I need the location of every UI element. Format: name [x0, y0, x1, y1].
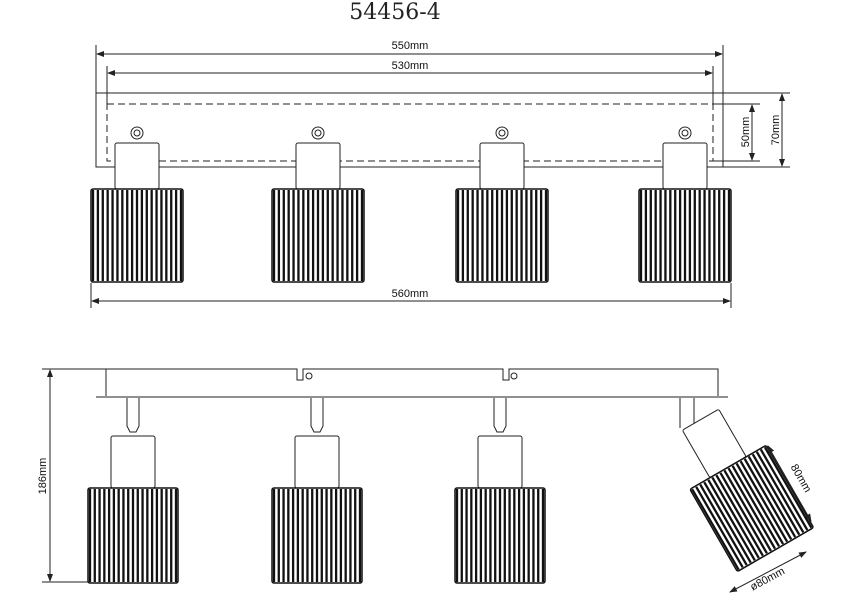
shade-stripe	[731, 465, 781, 547]
label-50: 50mm	[740, 117, 752, 148]
lamp-neck	[110, 435, 156, 489]
lamp-stem	[126, 398, 140, 433]
shade-stripe	[715, 474, 764, 557]
screw-icon	[305, 372, 313, 380]
striped-shade	[271, 188, 365, 283]
top-lamp	[90, 126, 184, 283]
label-186: 186mm	[37, 458, 49, 495]
label-560: 560mm	[392, 288, 429, 300]
knob-inner	[498, 129, 506, 137]
lamp-neck	[479, 142, 525, 190]
side-lamp	[87, 398, 179, 584]
lamp-neck	[114, 142, 160, 190]
lamp-stem	[493, 398, 507, 433]
shade-stripe	[719, 472, 768, 554]
shade-stripe	[739, 460, 789, 543]
inner-plate-dashed	[106, 103, 714, 162]
mounting-plate-outline	[95, 92, 724, 168]
knob-icon	[495, 126, 509, 140]
striped-shade	[638, 188, 732, 283]
label-80-diameter: ø80mm	[748, 565, 787, 593]
lamp-neck	[295, 142, 341, 190]
shade-stripe	[707, 479, 756, 561]
side-lamp	[271, 398, 363, 584]
drawing-title: 54456-4	[349, 0, 441, 25]
lamp-stem	[310, 398, 324, 433]
striped-shade	[455, 188, 549, 283]
striped-shade	[271, 487, 363, 584]
shade-stripe	[711, 476, 760, 559]
label-550: 550mm	[392, 40, 429, 52]
tilted-lamp	[679, 398, 814, 572]
dim-line-80-diameter	[729, 551, 807, 593]
top-lamp	[638, 126, 732, 283]
knob-icon	[678, 126, 692, 140]
knob-inner	[133, 129, 141, 137]
top-lamp	[271, 126, 365, 283]
top-view	[90, 45, 790, 308]
striped-shade	[454, 487, 546, 584]
striped-shade	[90, 188, 184, 283]
lamp-neck	[662, 142, 708, 190]
shade-stripe	[727, 467, 776, 550]
side-plate	[105, 368, 719, 396]
side-view	[42, 368, 728, 584]
screw-icon	[510, 372, 518, 380]
knob-icon	[130, 126, 144, 140]
lamp-neck	[294, 435, 340, 489]
knob-icon	[311, 126, 325, 140]
label-70: 70mm	[770, 115, 782, 146]
side-lamp	[454, 398, 546, 584]
knob-inner	[681, 129, 689, 137]
knob-inner	[314, 129, 322, 137]
shade-stripe	[703, 481, 752, 564]
shade-stripe	[723, 469, 772, 552]
striped-shade	[87, 487, 179, 584]
label-530: 530mm	[392, 60, 429, 72]
lamp-neck	[477, 435, 523, 489]
top-lamp	[455, 126, 549, 283]
dim-line-80-length	[767, 445, 812, 522]
shade-stripe	[735, 462, 785, 545]
